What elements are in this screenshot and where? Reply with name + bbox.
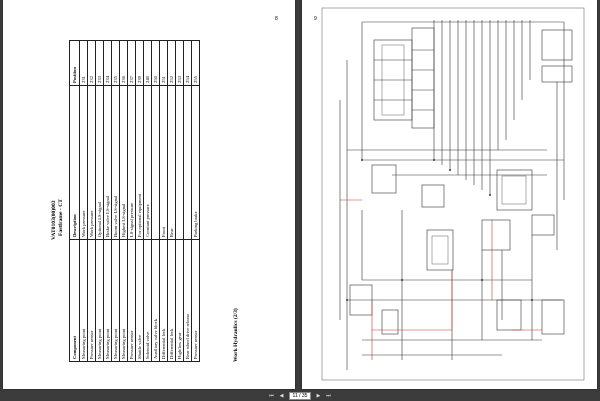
- table-cell: Rear wheel drive release: [183, 239, 192, 362]
- table-cell: Shuttle valve: [135, 239, 144, 362]
- table-cell: [183, 85, 192, 240]
- doc-code: VAT0103(00)003: [51, 200, 57, 240]
- document-page-right: 9: [302, 0, 597, 389]
- table-cell: 253: [175, 40, 184, 86]
- table-cell: 237: [127, 40, 136, 86]
- table-cell: Pressure sensor: [87, 239, 96, 362]
- previous-page-button[interactable]: ◀: [278, 392, 286, 400]
- table-cell: 252: [167, 40, 176, 86]
- table-cell: Differential lock: [167, 239, 176, 362]
- pdf-viewer-toolbar: ⏮ ◀ 11 / 35 ▶ ⏭: [0, 391, 600, 401]
- page-number: 9: [314, 16, 317, 22]
- table-cell: Brake valve LS-signal: [103, 85, 112, 240]
- current-page: 11: [292, 393, 298, 399]
- table-cell: Pressure sensor: [191, 239, 200, 362]
- table-cell: Measuring point: [111, 239, 120, 362]
- table-cell: 231: [79, 40, 88, 86]
- table-cell: 255: [191, 40, 200, 86]
- table-cell: Measuring point: [79, 239, 88, 362]
- next-page-icon: ▶: [316, 393, 321, 399]
- table-title: Work Hydraulics (2/3): [233, 308, 239, 362]
- table-cell: Rear: [167, 85, 176, 240]
- table-cell: Measuring point: [103, 239, 112, 362]
- table-cell: Constant pressure: [143, 85, 152, 240]
- table-cell: 240: [143, 40, 152, 86]
- last-page-button[interactable]: ⏭: [324, 392, 332, 400]
- table-cell: [151, 85, 160, 240]
- page-separator: /: [299, 393, 301, 399]
- table-cell: Work pressure: [79, 85, 88, 240]
- table-cell: 232: [87, 40, 96, 86]
- table-cell: 254: [183, 40, 192, 86]
- table-cell: Auxiliary valve block: [151, 239, 160, 362]
- first-page-icon: ⏮: [269, 393, 274, 399]
- previous-page-icon: ◀: [279, 393, 284, 399]
- table-cell: 250: [151, 40, 160, 86]
- table-cell: Parking brake: [191, 85, 200, 240]
- page-number-input[interactable]: 11 / 35: [288, 392, 312, 400]
- next-page-button[interactable]: ▶: [314, 392, 322, 400]
- table-header-row: Component Description Position: [69, 40, 80, 362]
- table-cell: Work pressure: [87, 85, 96, 240]
- table-cell: 236: [119, 40, 128, 86]
- table-cell: 234: [103, 40, 112, 86]
- column-header: Description: [69, 85, 80, 240]
- table-row: High/low gear 253: [175, 40, 184, 362]
- table-cell: 233: [95, 40, 104, 86]
- table-row: Auxiliary valve block 250: [151, 40, 160, 362]
- table-cell: LS-signal pressure: [127, 85, 136, 240]
- page-number: 8: [275, 16, 278, 22]
- table-cell: Measuring point: [119, 239, 128, 362]
- table-cell: Highest LS-signal: [119, 85, 128, 240]
- table-cell: Front: [159, 85, 168, 240]
- table-cell: Measuring point: [95, 239, 104, 362]
- table-cell: High/low gear: [175, 239, 184, 362]
- table-cell: Solenoid valve: [143, 239, 152, 362]
- first-page-button[interactable]: ⏮: [268, 392, 276, 400]
- table-cell: [175, 85, 184, 240]
- table-cell: Pressure sensor: [127, 239, 136, 362]
- table-cell: Differential lock: [159, 239, 168, 362]
- doc-subtitle: Fastframe - CT: [58, 199, 64, 236]
- table-row: Rear wheel drive release 254: [183, 40, 192, 362]
- table-cell: Optional LS-signal: [95, 85, 104, 240]
- table-cell: Boom valve LS-signal: [111, 85, 120, 240]
- table-cell: For optional equipment: [135, 85, 144, 240]
- table-cell: 235: [111, 40, 120, 86]
- component-table: Component Description Position Measuring…: [69, 40, 200, 362]
- last-page-icon: ⏭: [326, 393, 331, 399]
- hydraulic-schematic: [321, 7, 585, 381]
- rotated-table-block: VAT0103(00)003 Fastframe - CT Component …: [41, 37, 261, 362]
- table-cell: 239: [135, 40, 144, 86]
- document-page-left: 8 VAT0103(00)003 Fastframe - CT Componen…: [3, 0, 295, 389]
- column-header: Component: [69, 239, 80, 362]
- total-pages: 35: [301, 393, 308, 399]
- column-header: Position: [69, 40, 80, 86]
- table-cell: 251: [159, 40, 168, 86]
